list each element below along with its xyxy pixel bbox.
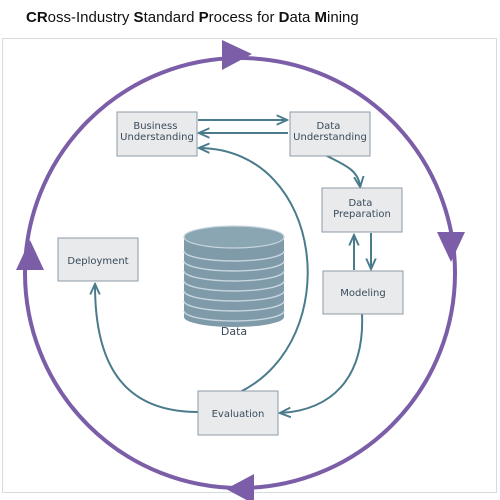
business-understanding-line2: Understanding: [120, 132, 194, 143]
data-preparation-line1: Data: [348, 198, 372, 209]
title-segment: P: [198, 9, 209, 26]
title-segment: tandard: [143, 9, 199, 26]
svg-text:Business Understanding: Business Understanding: [120, 121, 194, 143]
deployment-label: Deployment: [67, 256, 128, 267]
arrow-evaluation-to-business-understanding: [200, 148, 309, 393]
box-modeling: [322, 270, 404, 315]
box-deployment: [57, 237, 139, 282]
outer-cycle-arrow-top: [222, 40, 252, 70]
data-cylinder-icon: [183, 225, 285, 327]
arrow-modeling-to-evaluation: [281, 312, 364, 413]
outer-cycle-arrow-right: [437, 232, 465, 262]
title-segment: oss-Industry: [47, 9, 134, 26]
data-understanding-line1: Data: [316, 121, 340, 132]
arrow-evaluation-to-deployment: [95, 285, 199, 413]
outer-cycle-arrow-left: [16, 240, 44, 270]
data-preparation-line2: Preparation: [333, 209, 391, 220]
data-store-label: Data: [221, 325, 247, 338]
title-segment: ata: [289, 9, 315, 26]
title-segment: D: [278, 9, 290, 26]
arrow-data-understanding-to-preparation: [324, 154, 360, 186]
evaluation-label: Evaluation: [212, 409, 265, 420]
business-understanding-line1: Business: [133, 121, 177, 132]
title-segment: ining: [327, 9, 359, 26]
title-segment: rocess for: [208, 9, 279, 26]
data-understanding-line2: Understanding: [293, 132, 367, 143]
diagram-title: CRoss-Industry Standard Process for Data…: [26, 9, 496, 26]
modeling-label: Modeling: [340, 288, 386, 299]
outer-cycle-arrow-bottom: [226, 474, 254, 500]
svg-text:Data Preparation: Data Preparation: [333, 198, 391, 220]
title-segment: S: [133, 9, 144, 26]
title-segment: M: [314, 9, 328, 26]
svg-text:Data Understanding: Data Understanding: [293, 121, 367, 143]
title-segment: CR: [26, 9, 48, 26]
box-evaluation: [197, 390, 279, 436]
box-data-understanding: [289, 111, 371, 157]
box-data-preparation: [321, 187, 403, 233]
box-business-understanding: [116, 111, 198, 157]
